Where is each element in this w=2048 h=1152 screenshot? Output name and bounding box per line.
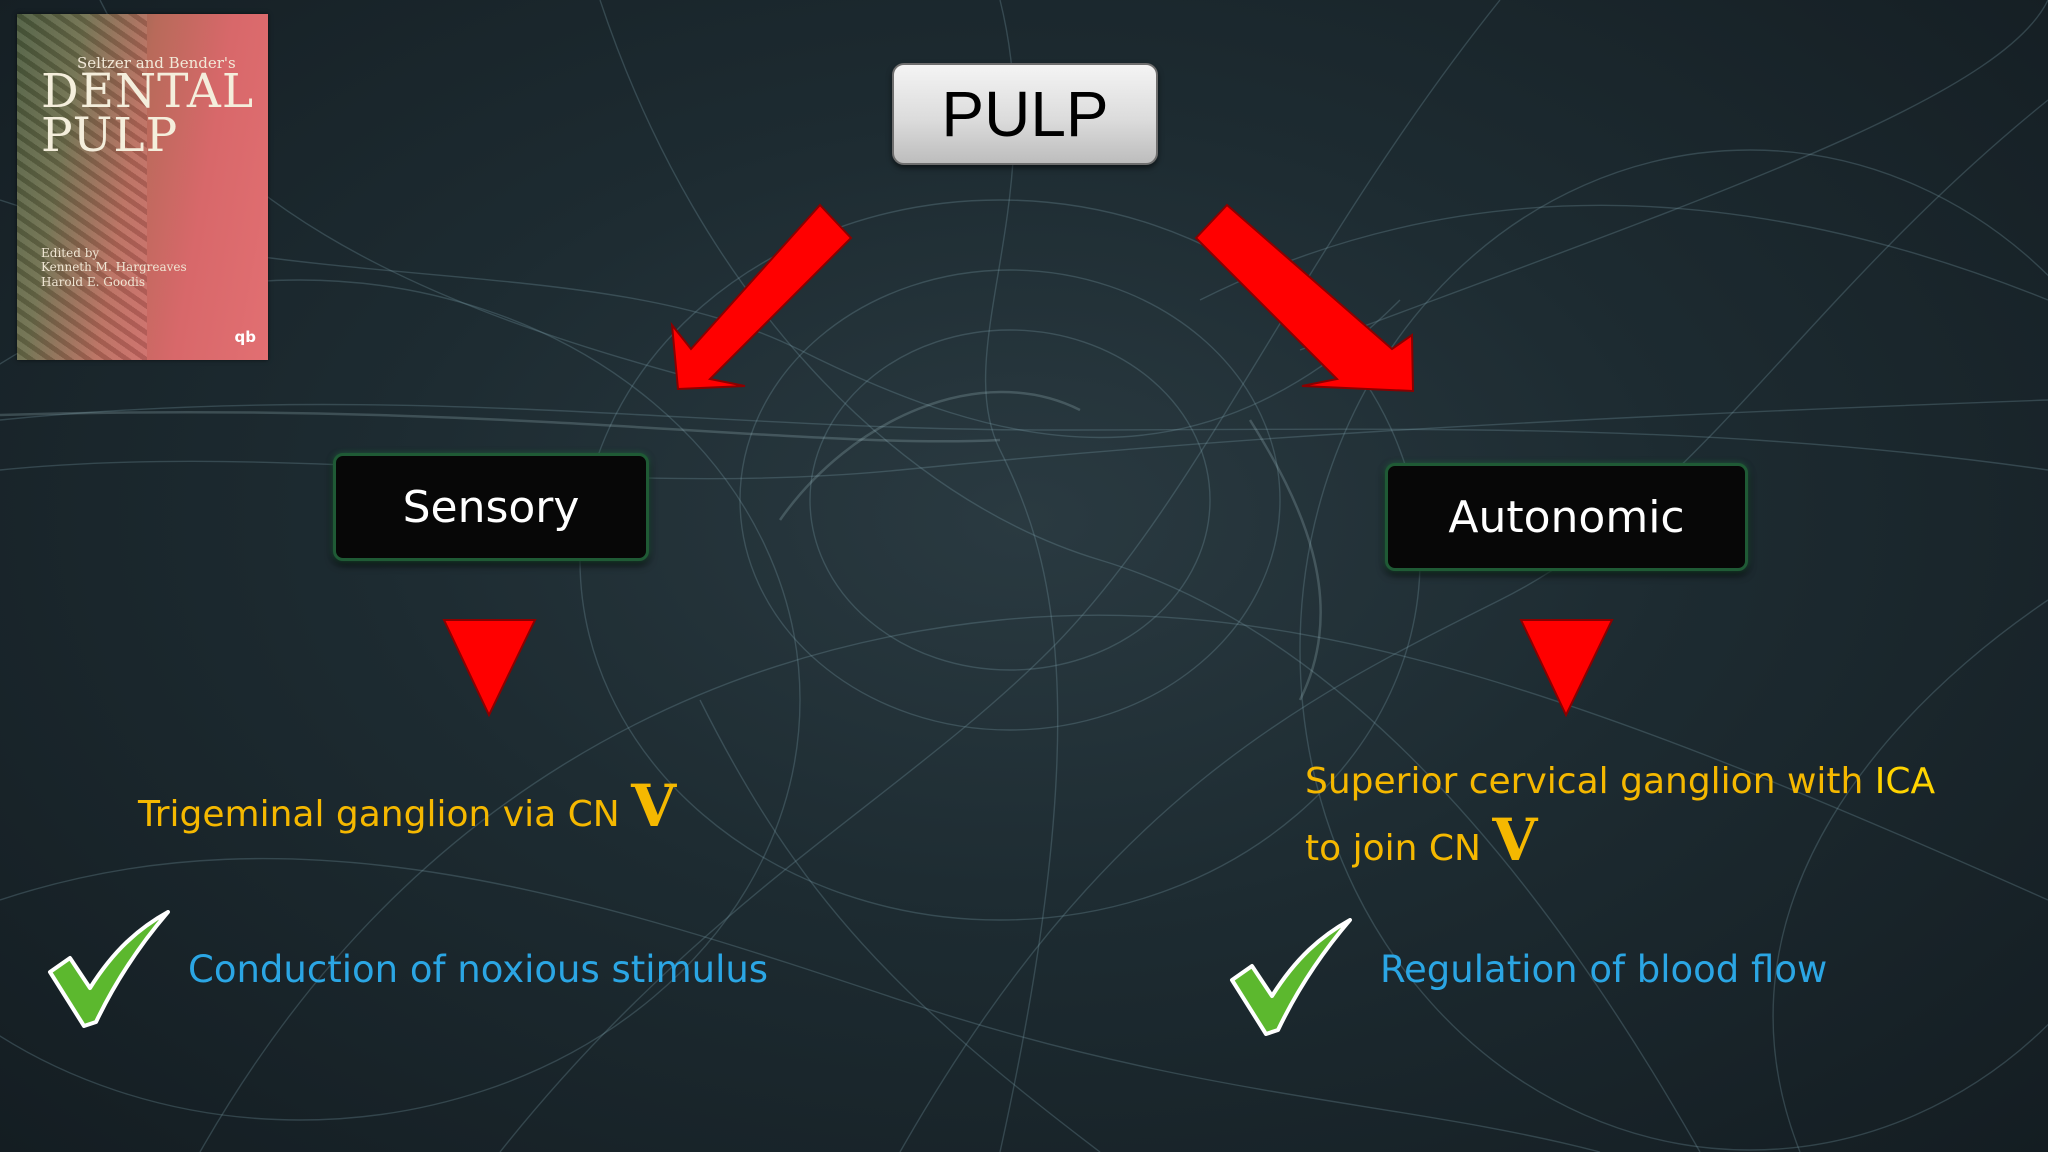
book-editor-1: Kenneth M. Hargreaves xyxy=(41,260,187,274)
autonomic-pathway-label: Superior cervical ganglion with xyxy=(1305,761,1875,802)
ica-highlight: ICA xyxy=(1874,761,1936,802)
sensory-pathway-text: Trigeminal ganglion via CN V xyxy=(138,776,676,845)
book-subtitle: Seltzer and Bender's xyxy=(77,54,236,72)
autonomic-function-text: Regulation of blood flow xyxy=(1380,948,1828,991)
cn-roman-numeral: V xyxy=(1492,806,1538,874)
node-autonomic: Autonomic xyxy=(1385,463,1748,571)
checkmark-icon xyxy=(1230,918,1352,1036)
publisher-logo: qb xyxy=(234,328,256,346)
autonomic-pathway-label-2: to join CN xyxy=(1305,828,1493,869)
root-node-pulp: PULP xyxy=(892,63,1158,165)
book-editor-2: Harold E. Goodis xyxy=(41,275,146,289)
book-cover-image: Seltzer and Bender's DENTAL PULP Edited … xyxy=(17,14,268,360)
book-title-line-1: DENTAL xyxy=(41,64,255,119)
cn-roman-numeral: V xyxy=(631,772,677,840)
sensory-function-text: Conduction of noxious stimulus xyxy=(188,948,769,991)
book-edited-by: Edited by xyxy=(41,246,100,260)
autonomic-pathway-line-1: Superior cervical ganglion with ICA xyxy=(1305,752,1935,812)
book-cover-texture xyxy=(17,14,147,360)
book-title-line-2: PULP xyxy=(41,108,179,163)
checkmark-icon xyxy=(48,910,170,1028)
autonomic-pathway-line-2: to join CN V xyxy=(1305,810,1537,879)
sensory-pathway-label: Trigeminal ganglion via CN xyxy=(138,794,632,835)
node-sensory: Sensory xyxy=(333,453,649,561)
